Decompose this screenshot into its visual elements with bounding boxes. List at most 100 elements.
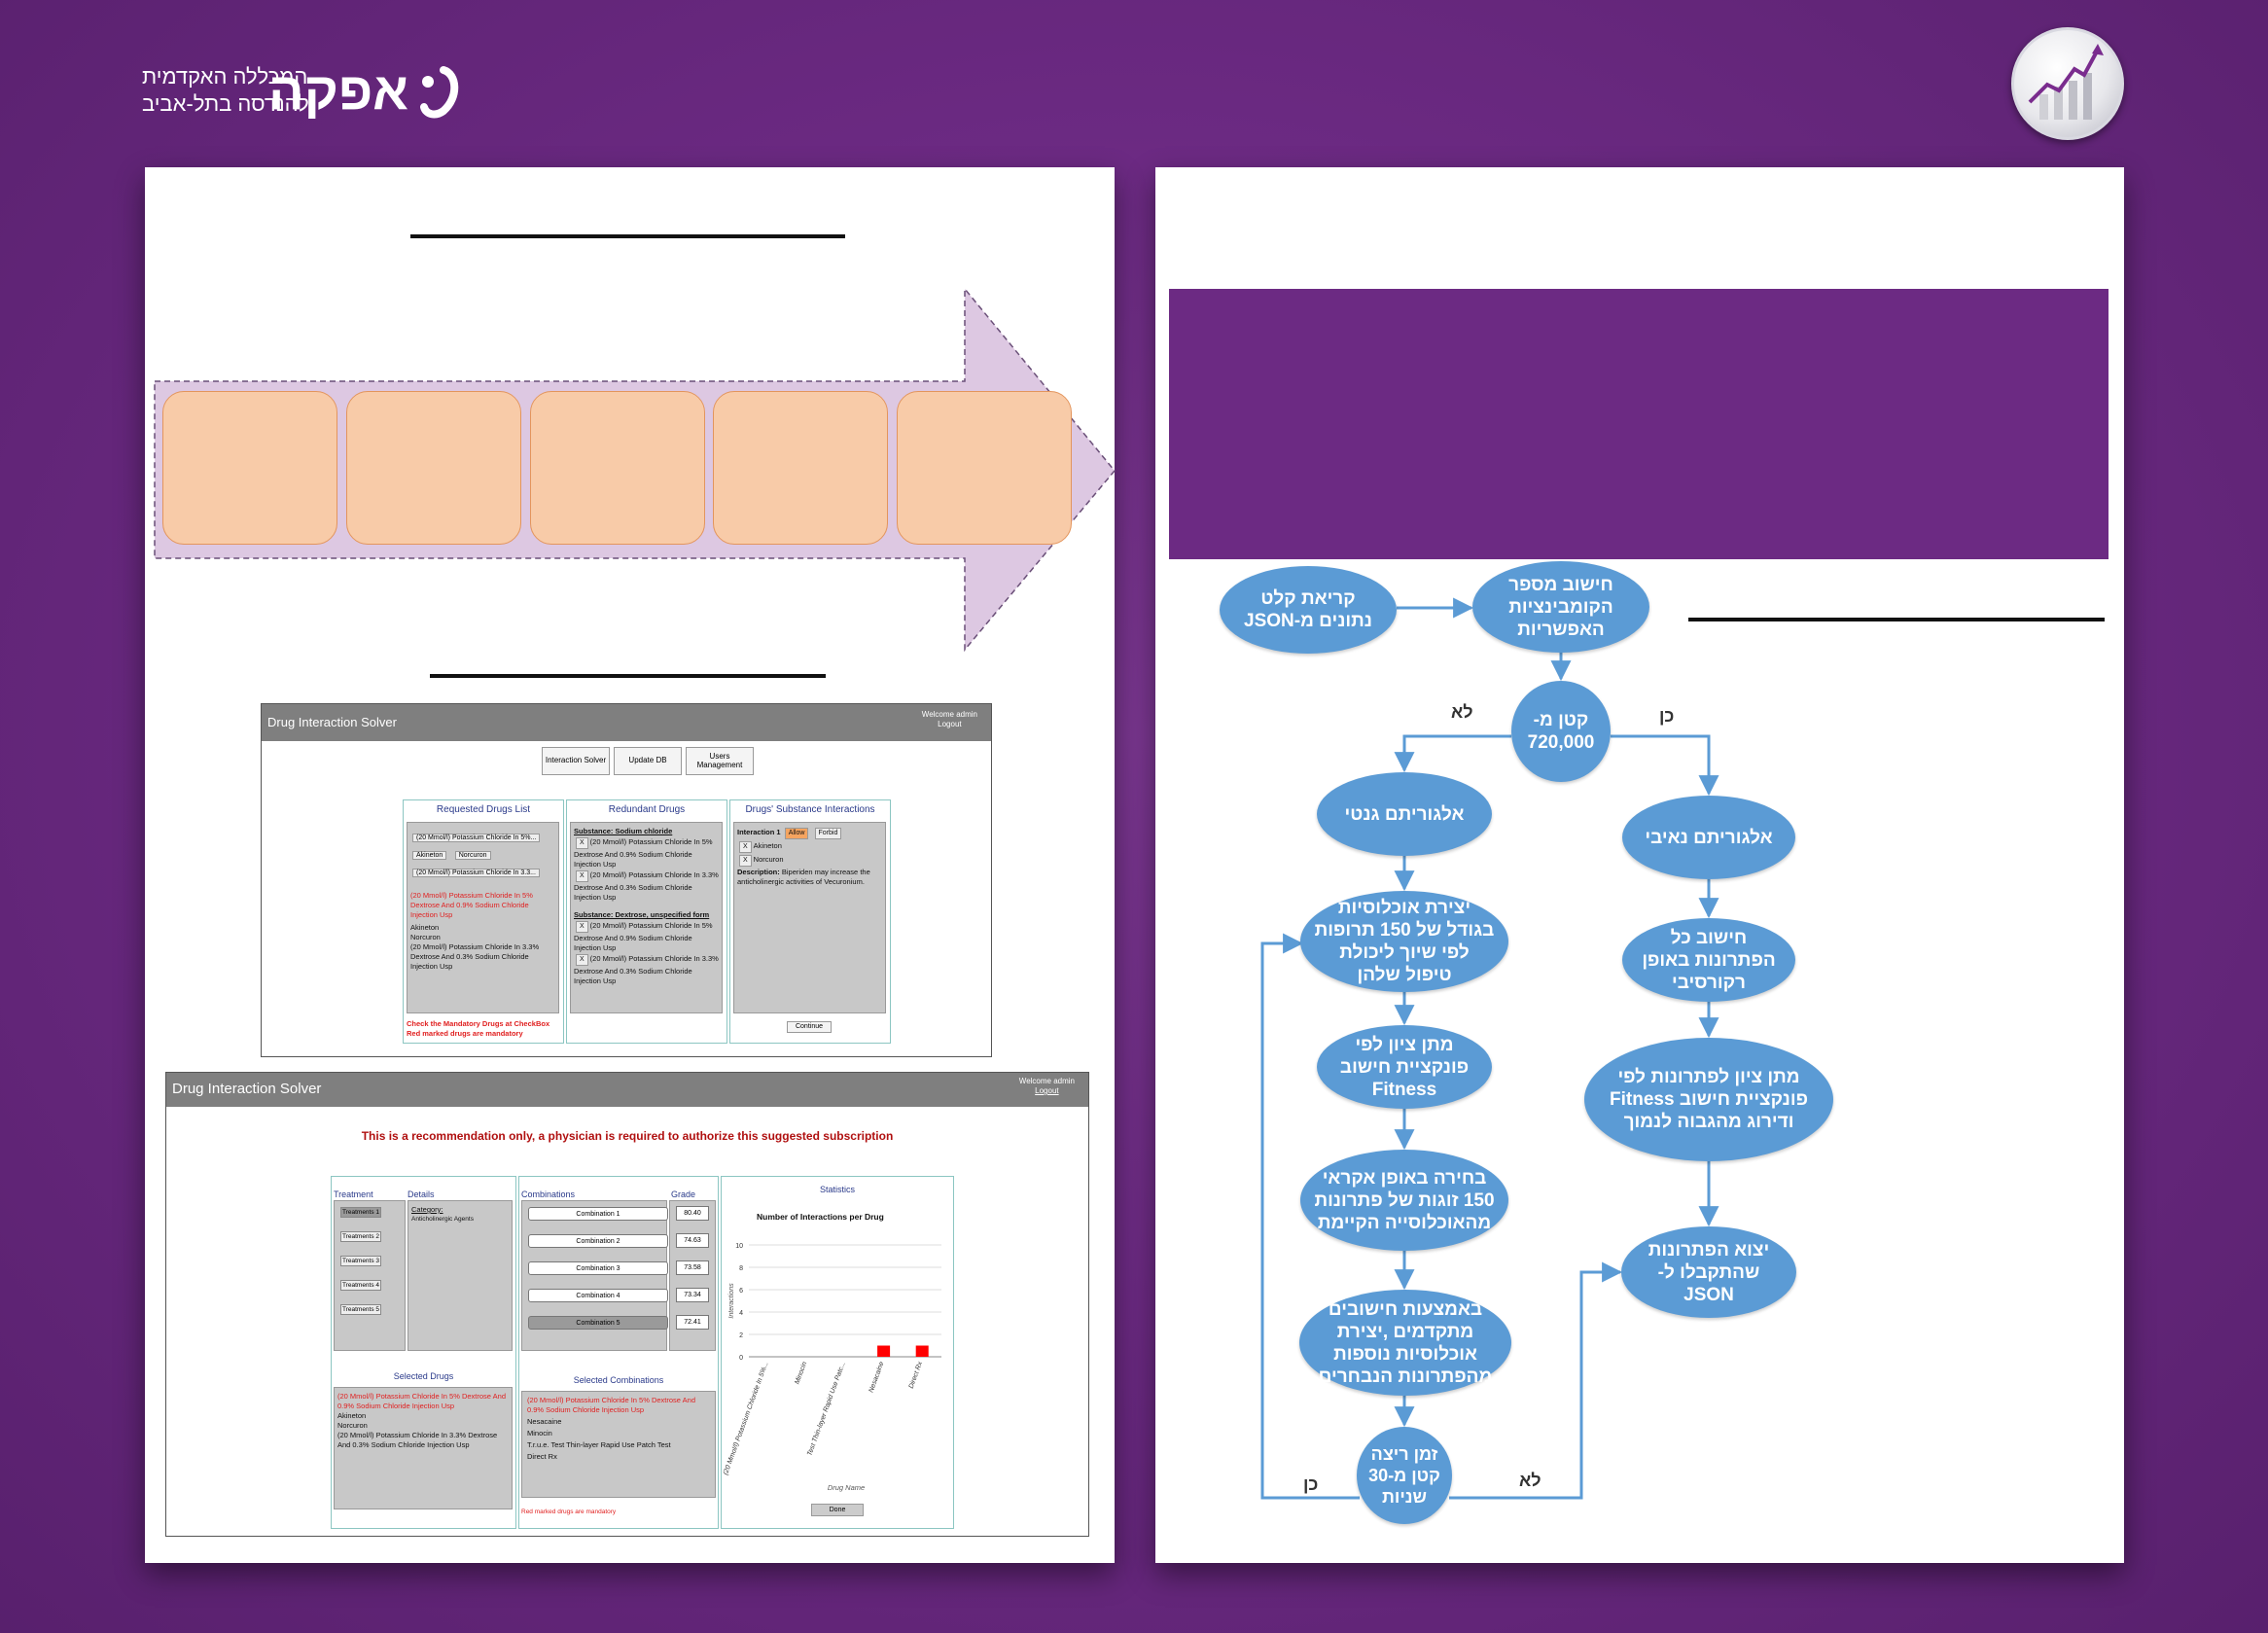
process-step-3 [530,391,705,545]
combinations-panel: Combinations Grade Combination 1 Combina… [518,1176,719,1529]
combination-button[interactable]: Combination 4 [528,1289,668,1302]
mandatory-note: Red marked drugs are mandatory [521,1509,617,1515]
remove-x-button[interactable]: X [739,855,752,867]
combo-drug-item: Direct Rx [527,1452,557,1461]
grade-value: 73.58 [676,1260,709,1275]
treatment-button[interactable]: Treatments 5 [340,1304,381,1315]
drug-tag[interactable]: (20 Mmol/l) Potassium Chloride In 5%... [412,834,541,842]
nav-users-management-button[interactable]: Users Management [686,747,754,775]
combinations-list: Combination 1 Combination 2 Combination … [521,1200,668,1351]
x-tick-label: Minocin [794,1361,808,1385]
y-tick-label: 2 [739,1332,743,1339]
selected-combinations-label: Selected Combinations [573,1375,664,1385]
mandatory-drug-item[interactable]: (20 Mmol/l) Potassium Chloride In 5% Dex… [410,891,533,919]
substance-heading: Substance: Sodium chloride [574,827,673,835]
redundant-drugs-header: Redundant Drugs [608,804,686,815]
treatment-button[interactable]: Treatments 1 [340,1207,381,1218]
remove-x-button[interactable]: X [576,837,588,849]
drug-tag[interactable]: (20 Mmol/l) Potassium Chloride In 3.3... [412,869,540,877]
purple-banner [1169,289,2109,559]
window-titlebar: Drug Interaction Solver Welcome admin Lo… [166,1073,1088,1107]
redundant-drugs-list: Substance: Sodium chloride X(20 Mmol/l) … [570,822,723,1013]
selected-combinations-list: (20 Mmol/l) Potassium Chloride In 5% Dex… [521,1391,716,1498]
interactions-panel: Drugs' Substance Interactions Interactio… [729,799,891,1044]
treatment-panel: Treatment Details Treatments 1 Treatment… [331,1176,516,1529]
grade-value: 72.41 [676,1315,709,1330]
interactions-header: Drugs' Substance Interactions [745,804,875,815]
drug-item: Norcuron [337,1421,368,1430]
drug-item[interactable]: (20 Mmol/l) Potassium Chloride In 3.3% D… [410,942,540,971]
logout-link[interactable]: Logout [938,720,962,728]
details-label: Details [408,1189,435,1199]
flow-node-rank-solutions: מתן ציון לפתרונות לפי פונקציית חישוב Fit… [1584,1038,1833,1161]
remove-x-button[interactable]: X [576,954,588,966]
bar [877,1345,891,1357]
x-axis-label: Drug Name [828,1483,865,1492]
divider-top [410,234,845,238]
combo-drug-item: Nesacaine [527,1417,562,1426]
combinations-label: Combinations [521,1189,576,1199]
y-tick-label: 4 [739,1310,743,1317]
treatment-button[interactable]: Treatments 2 [340,1231,381,1242]
flow-node-create-population: יצירת אוכלוסיות בגודל של 150 תרופות לפי … [1300,891,1508,992]
drug-item[interactable]: Akineton [410,923,440,932]
forbid-button[interactable]: Forbid [814,828,842,839]
remove-x-button[interactable]: X [576,870,588,882]
flow-label-yes: כן [1303,1474,1319,1494]
combination-button[interactable]: Combination 3 [528,1261,668,1275]
process-step-1 [162,391,337,545]
drug-item: Akineton [337,1411,367,1420]
y-tick-label: 0 [739,1355,743,1362]
category-label: Category: [411,1205,443,1214]
continue-button[interactable]: Continue [787,1021,832,1033]
flow-node-advanced-population: באמצעות חישובים מתקדמים ,יצירת אוכלוסיות… [1299,1290,1511,1396]
redundant-drug-item: (20 Mmol/l) Potassium Chloride In 5% Dex… [574,837,713,869]
flow-label-no: לא [1519,1471,1542,1490]
growth-chart-badge [2011,27,2124,140]
window-title: Drug Interaction Solver [267,715,397,729]
redundant-drug-item: (20 Mmol/l) Potassium Chloride In 5% Dex… [574,921,713,952]
grade-value: 74.63 [676,1233,709,1248]
flow-node-random-pairs: בחירה באופן אקראי 150 זוגות של פתרונות מ… [1300,1150,1508,1251]
combination-button[interactable]: Combination 2 [528,1234,668,1248]
mandatory-drug-item: (20 Mmol/l) Potassium Chloride In 5% Dex… [527,1396,695,1414]
flow-node-count-combinations: חישוב מספר הקומבינציות האפשריות [1472,561,1649,653]
drug-tag[interactable]: Norcuron [454,851,491,860]
flow-node-decision-720000: קטן מ- 720,000 [1511,681,1611,782]
window-titlebar: Drug Interaction Solver Welcome admin Lo… [262,704,991,741]
logout-link[interactable]: Logout [1035,1086,1059,1095]
welcome-text: Welcome admin [1018,1077,1075,1085]
substance-heading: Substance: Dextrose, unspecified form [574,910,710,919]
done-button[interactable]: Done [811,1504,864,1516]
x-tick-label: Direct Rx [908,1361,925,1390]
combination-button[interactable]: Combination 5 [528,1316,668,1330]
remove-x-button[interactable]: X [576,921,588,933]
combination-button[interactable]: Combination 1 [528,1207,668,1221]
divider-middle [430,674,826,678]
afeka-logo-icon [420,66,459,119]
combo-drug-item: T.r.u.e. Test Thin-layer Rapid Use Patch… [527,1440,671,1449]
mandatory-hint: Check the Mandatory Drugs at CheckBox [407,1019,550,1028]
drug-item[interactable]: Norcuron [410,933,441,941]
divider-right [1688,618,2105,621]
treatment-button[interactable]: Treatments 3 [340,1256,381,1266]
treatment-button[interactable]: Treatments 4 [340,1280,381,1291]
chart-title: Number of Interactions per Drug [757,1212,884,1222]
drug-tag[interactable]: Akineton [412,851,447,860]
requested-drugs-header: Requested Drugs List [436,804,531,815]
nav-update-db-button[interactable]: Update DB [614,747,682,775]
right-panel: קריאת קלט נתונים מ-JSON חישוב מספר הקומב… [1155,167,2124,1563]
remove-x-button[interactable]: X [739,841,752,853]
left-panel: Drug Interaction Solver Welcome admin Lo… [145,167,1116,1563]
process-step-4 [713,391,888,545]
x-tick-label: Test Thin-layer Rapid Use Patc... [806,1361,847,1457]
flow-node-genetic-algorithm: אלגוריתם גנטי [1317,772,1492,856]
grade-label: Grade [671,1189,696,1199]
x-tick-label: (20 Mmol/l) Potassium Chloride In 5%... [723,1361,770,1475]
nav-interaction-solver-button[interactable]: Interaction Solver [542,747,610,775]
allow-button[interactable]: Allow [784,828,809,839]
description-text: Biperiden may increase the anticholinerg… [737,868,870,886]
category-value: Anticholinergic Agents [411,1216,474,1223]
